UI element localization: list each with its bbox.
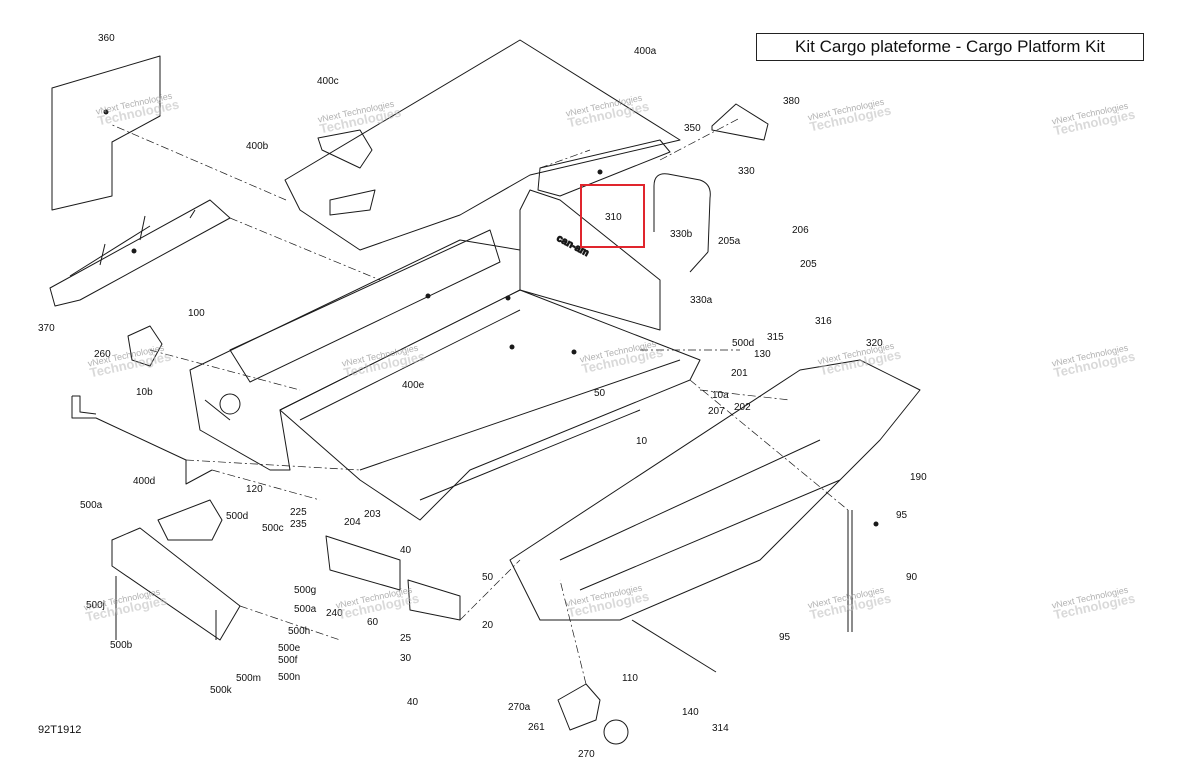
callout-10b: 10b [136, 387, 153, 398]
diagram-title: Kit Cargo plateforme - Cargo Platform Ki… [756, 33, 1144, 61]
callout-500k: 500k [210, 685, 233, 696]
callout-90: 90 [906, 572, 918, 583]
callout-500d-b: 500d [226, 511, 248, 522]
part-190-rail [509, 359, 921, 621]
callout-40: 40 [400, 545, 412, 556]
callout-400a: 400a [634, 46, 657, 57]
part-260-bracket [127, 325, 163, 367]
callout-130: 130 [754, 349, 771, 360]
callout-316: 316 [815, 316, 832, 327]
callout-330a: 330a [690, 295, 713, 306]
callout-203: 203 [364, 509, 381, 520]
callout-260: 260 [94, 349, 111, 360]
callout-207: 207 [708, 406, 725, 417]
figure-code: 92T1912 [38, 724, 82, 736]
callout-40-b: 40 [407, 697, 419, 708]
callout-205: 205 [800, 259, 817, 270]
callout-270a: 270a [508, 702, 531, 713]
callout-500d: 500d [732, 338, 754, 349]
part-400b-bracket [317, 129, 373, 169]
callout-500f: 500f [278, 655, 298, 666]
callout-261: 261 [528, 722, 545, 733]
callout-240: 240 [326, 608, 343, 619]
callout-500j: 500j [86, 600, 105, 611]
part-110-rod [631, 619, 717, 673]
callout-60: 60 [367, 617, 379, 628]
callout-225: 225 [290, 507, 307, 518]
callout-320: 320 [866, 338, 883, 349]
callout-314: 314 [712, 723, 729, 734]
callout-400b: 400b [246, 141, 269, 152]
callout-140: 140 [682, 707, 699, 718]
callout-100: 100 [188, 308, 205, 319]
part-400a-plate [284, 39, 681, 251]
callout-201: 201 [731, 368, 748, 379]
callout-500a-b: 500a [294, 604, 317, 615]
callout-350: 350 [684, 123, 701, 134]
part-10-frame [279, 289, 701, 521]
part-360-panel [51, 55, 161, 211]
part-500b-panel [111, 527, 241, 641]
callout-235: 235 [290, 519, 307, 530]
part-10b-bar [71, 395, 213, 485]
part-370-shield [49, 199, 231, 307]
callout-10: 10 [636, 436, 648, 447]
callout-330b: 330b [670, 229, 693, 240]
callout-400e: 400e [402, 380, 425, 391]
callout-202: 202 [734, 402, 751, 413]
callout-270: 270 [578, 749, 595, 760]
part-90-strut [847, 510, 853, 632]
callout-20: 20 [482, 620, 494, 631]
callout-500a: 500a [80, 500, 103, 511]
callout-500c: 500c [262, 523, 284, 534]
callout-95-b: 95 [779, 632, 791, 643]
part-310-side-panel [519, 189, 661, 331]
part-380-bracket [711, 103, 769, 141]
callout-50-b: 50 [482, 572, 494, 583]
callout-370: 370 [38, 323, 55, 334]
part-400d-plate [157, 499, 223, 541]
callout-330: 330 [738, 166, 755, 177]
callout-315: 315 [767, 332, 784, 343]
callout-500b: 500b [110, 640, 133, 651]
callout-500e: 500e [278, 643, 301, 654]
part-261-cover [557, 683, 601, 731]
callout-10a: 10a [712, 390, 729, 401]
part-330-handle [653, 173, 711, 273]
callout-25: 25 [400, 633, 412, 644]
part-270-cap [603, 719, 629, 745]
callout-500g: 500g [294, 585, 316, 596]
part-204-bracket [325, 535, 401, 591]
callout-205a: 205a [718, 236, 741, 247]
highlight-box-310 [580, 184, 645, 248]
callout-204: 204 [344, 517, 361, 528]
callout-30: 30 [400, 653, 412, 664]
callout-400d: 400d [133, 476, 155, 487]
callout-95: 95 [896, 510, 908, 521]
callout-310: 310 [605, 212, 622, 223]
callout-400c: 400c [317, 76, 339, 87]
callout-206: 206 [792, 225, 809, 236]
callout-50: 50 [594, 388, 606, 399]
callout-500h: 500h [288, 626, 310, 637]
callout-110: 110 [622, 673, 638, 684]
callout-120: 120 [246, 484, 263, 495]
callout-190: 190 [910, 472, 927, 483]
callout-500n: 500n [278, 672, 300, 683]
callout-380: 380 [783, 96, 800, 107]
callout-500m: 500m [236, 673, 261, 684]
callout-360: 360 [98, 33, 115, 44]
part-350-pad [537, 139, 671, 197]
